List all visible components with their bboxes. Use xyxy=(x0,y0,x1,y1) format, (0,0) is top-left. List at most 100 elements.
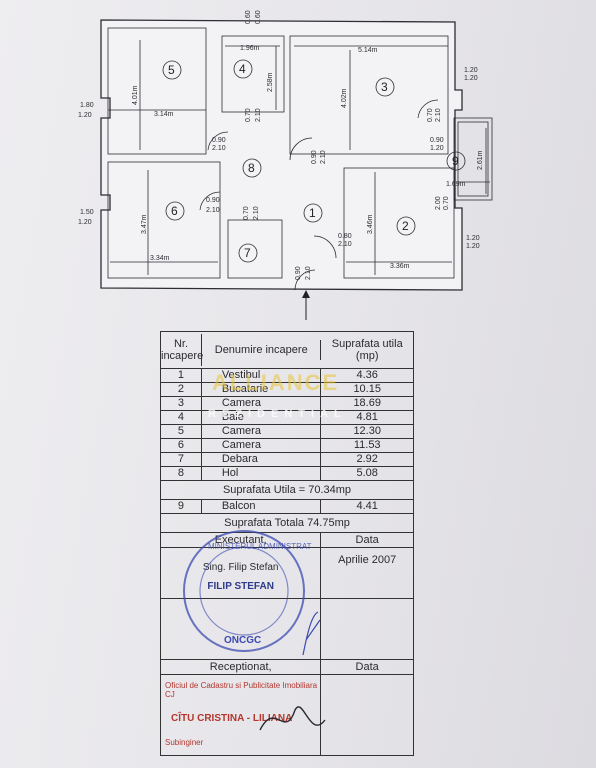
citu-text: CÎTU CRISTINA - LILIANA xyxy=(171,713,293,724)
dim-right-bot-b: 1.20 xyxy=(466,243,480,250)
row-name: Debara xyxy=(202,453,322,466)
row-area: 4.41 xyxy=(356,500,378,512)
watermark-sub: REZIDENTIAL xyxy=(208,408,347,420)
dim-door-6-a: 0.90 xyxy=(206,197,220,204)
dim-left-top-b: 1.20 xyxy=(78,112,92,119)
suprafata-utila: Suprafata Utila = 70.34mp xyxy=(161,481,413,500)
room-8-label: 8 xyxy=(242,158,262,178)
rooms-table: Nr. incapere Denumire incapere Suprafata… xyxy=(160,331,414,756)
watermark-brand: ALLIANCE xyxy=(212,370,340,395)
row-name: Bucatarie xyxy=(202,383,322,396)
svg-text:5: 5 xyxy=(168,63,175,77)
room-4-label: 4 xyxy=(233,59,253,79)
executant-row: Executant, Data xyxy=(161,533,413,548)
dim-left-bot-a: 1.50 xyxy=(80,209,94,216)
room-3-label: 3 xyxy=(375,77,395,97)
table-header: Nr. incapere Denumire incapere Suprafata… xyxy=(161,332,413,369)
dim-top-a: 0.60 xyxy=(245,10,252,24)
svg-text:4: 4 xyxy=(239,62,246,76)
header-suprafata: Suprafata utila (mp) xyxy=(331,338,403,362)
receptionat-row: Receptionat, Data xyxy=(161,660,413,675)
dim-top-b: 0.60 xyxy=(255,10,262,24)
row-nr: 5 xyxy=(161,425,202,438)
dim-left-bot-b: 1.20 xyxy=(78,219,92,226)
svg-text:6: 6 xyxy=(171,204,178,218)
row-nr: 2 xyxy=(161,383,202,396)
row-name: Baie xyxy=(202,411,322,424)
dim-r6-w: 3.34m xyxy=(150,255,170,262)
row-name: Balcon xyxy=(202,500,322,513)
room-6-label: 6 xyxy=(165,201,185,221)
dim-door-3-a: 0.90 xyxy=(311,150,318,164)
executant-date: Aprilie 2007 xyxy=(338,554,397,566)
dim-door-2-a: 2.00 xyxy=(435,196,442,210)
room-9-label: 9 xyxy=(446,151,466,171)
dim-door-balc-a: 0.70 xyxy=(427,108,434,122)
suprafata-totala: Suprafata Totala 74.75mp xyxy=(161,514,413,533)
row-area: 5.08 xyxy=(356,467,378,479)
stamp-name: FILIP STEFAN xyxy=(207,581,274,592)
ministry-stamp: MINISTERUL ADMINISTRATIEI PUBLICE ONCGC xyxy=(183,530,312,652)
dim-door-2-b: 0.70 xyxy=(443,196,450,210)
dim-bath-w: 1.96m xyxy=(240,45,260,52)
signer-name: Sing. Filip Stefan xyxy=(202,562,279,573)
row-area: 4.36 xyxy=(356,369,378,381)
dim-door-5-b: 2.10 xyxy=(212,145,226,152)
row-nr: 6 xyxy=(161,439,202,452)
dim-win-balc-a: 0.90 xyxy=(430,137,444,144)
dim-entry-a: 0.90 xyxy=(295,266,302,280)
svg-text:7: 7 xyxy=(244,246,251,260)
dim-door-bath-b: 2.10 xyxy=(255,108,262,122)
data-label: Data xyxy=(355,534,379,546)
dim-right-bot-a: 1.20 xyxy=(466,235,480,242)
dim-door-3-b: 2.10 xyxy=(320,150,327,164)
dim-door-5-a: 0.90 xyxy=(212,137,226,144)
stamp-bottom-text: ONCGC xyxy=(224,635,261,646)
dim-door-balc-b: 2.10 xyxy=(435,108,442,122)
row-area: 4.81 xyxy=(356,411,378,423)
dim-door-2b-b: 2.10 xyxy=(338,241,352,248)
row-nr: 7 xyxy=(161,453,202,466)
dim-r5-w: 3.14m xyxy=(154,111,174,118)
row-area: 18.69 xyxy=(353,397,381,409)
subinginer-text: Subinginer xyxy=(165,738,204,747)
dim-win-balc-b: 1.20 xyxy=(430,145,444,152)
row-nr: 9 xyxy=(161,500,202,513)
dim-door-bath-a: 0.70 xyxy=(245,108,252,122)
row-name: Vestibul xyxy=(202,369,322,382)
blank-row xyxy=(161,599,413,660)
stamp-top-text: MINISTERUL ADMINISTRATIEI PUBLICE xyxy=(208,542,312,551)
dim-door-2b-a: 0.80 xyxy=(338,233,352,240)
oficiul-text: Oficiul de Cadastru si Publicitate Imobi… xyxy=(165,681,318,699)
dim-balc-w: 1.69m xyxy=(446,181,466,188)
row-nr: 3 xyxy=(161,397,202,410)
dim-right-top-b: 1.20 xyxy=(464,75,478,82)
svg-text:1: 1 xyxy=(309,206,316,220)
row-area: 2.92 xyxy=(356,453,378,465)
dim-r2-w: 3.36m xyxy=(390,263,410,270)
row-nr: 4 xyxy=(161,411,202,424)
dim-r2-h: 3.46m xyxy=(367,214,374,234)
row-nr: 1 xyxy=(161,369,202,382)
row-name: Camera xyxy=(202,425,322,438)
room-1-label: 1 xyxy=(303,203,323,223)
receptionat-details: Oficiul de Cadastru si Publicitate Imobi… xyxy=(161,675,413,755)
dim-door-6-b: 2.10 xyxy=(206,207,220,214)
dim-bath-h: 2.58m xyxy=(267,72,274,92)
row-area: 11.53 xyxy=(353,439,381,451)
receptionat-label: Receptionat, xyxy=(161,660,322,674)
row-name: Camera xyxy=(202,439,322,452)
room-7-label: 7 xyxy=(238,243,258,263)
executant-label: Executant, xyxy=(161,533,322,547)
header-denumire: Denumire incapere xyxy=(202,340,322,360)
data2-label: Data xyxy=(355,661,379,673)
dim-r3-h: 4.02m xyxy=(341,88,348,108)
